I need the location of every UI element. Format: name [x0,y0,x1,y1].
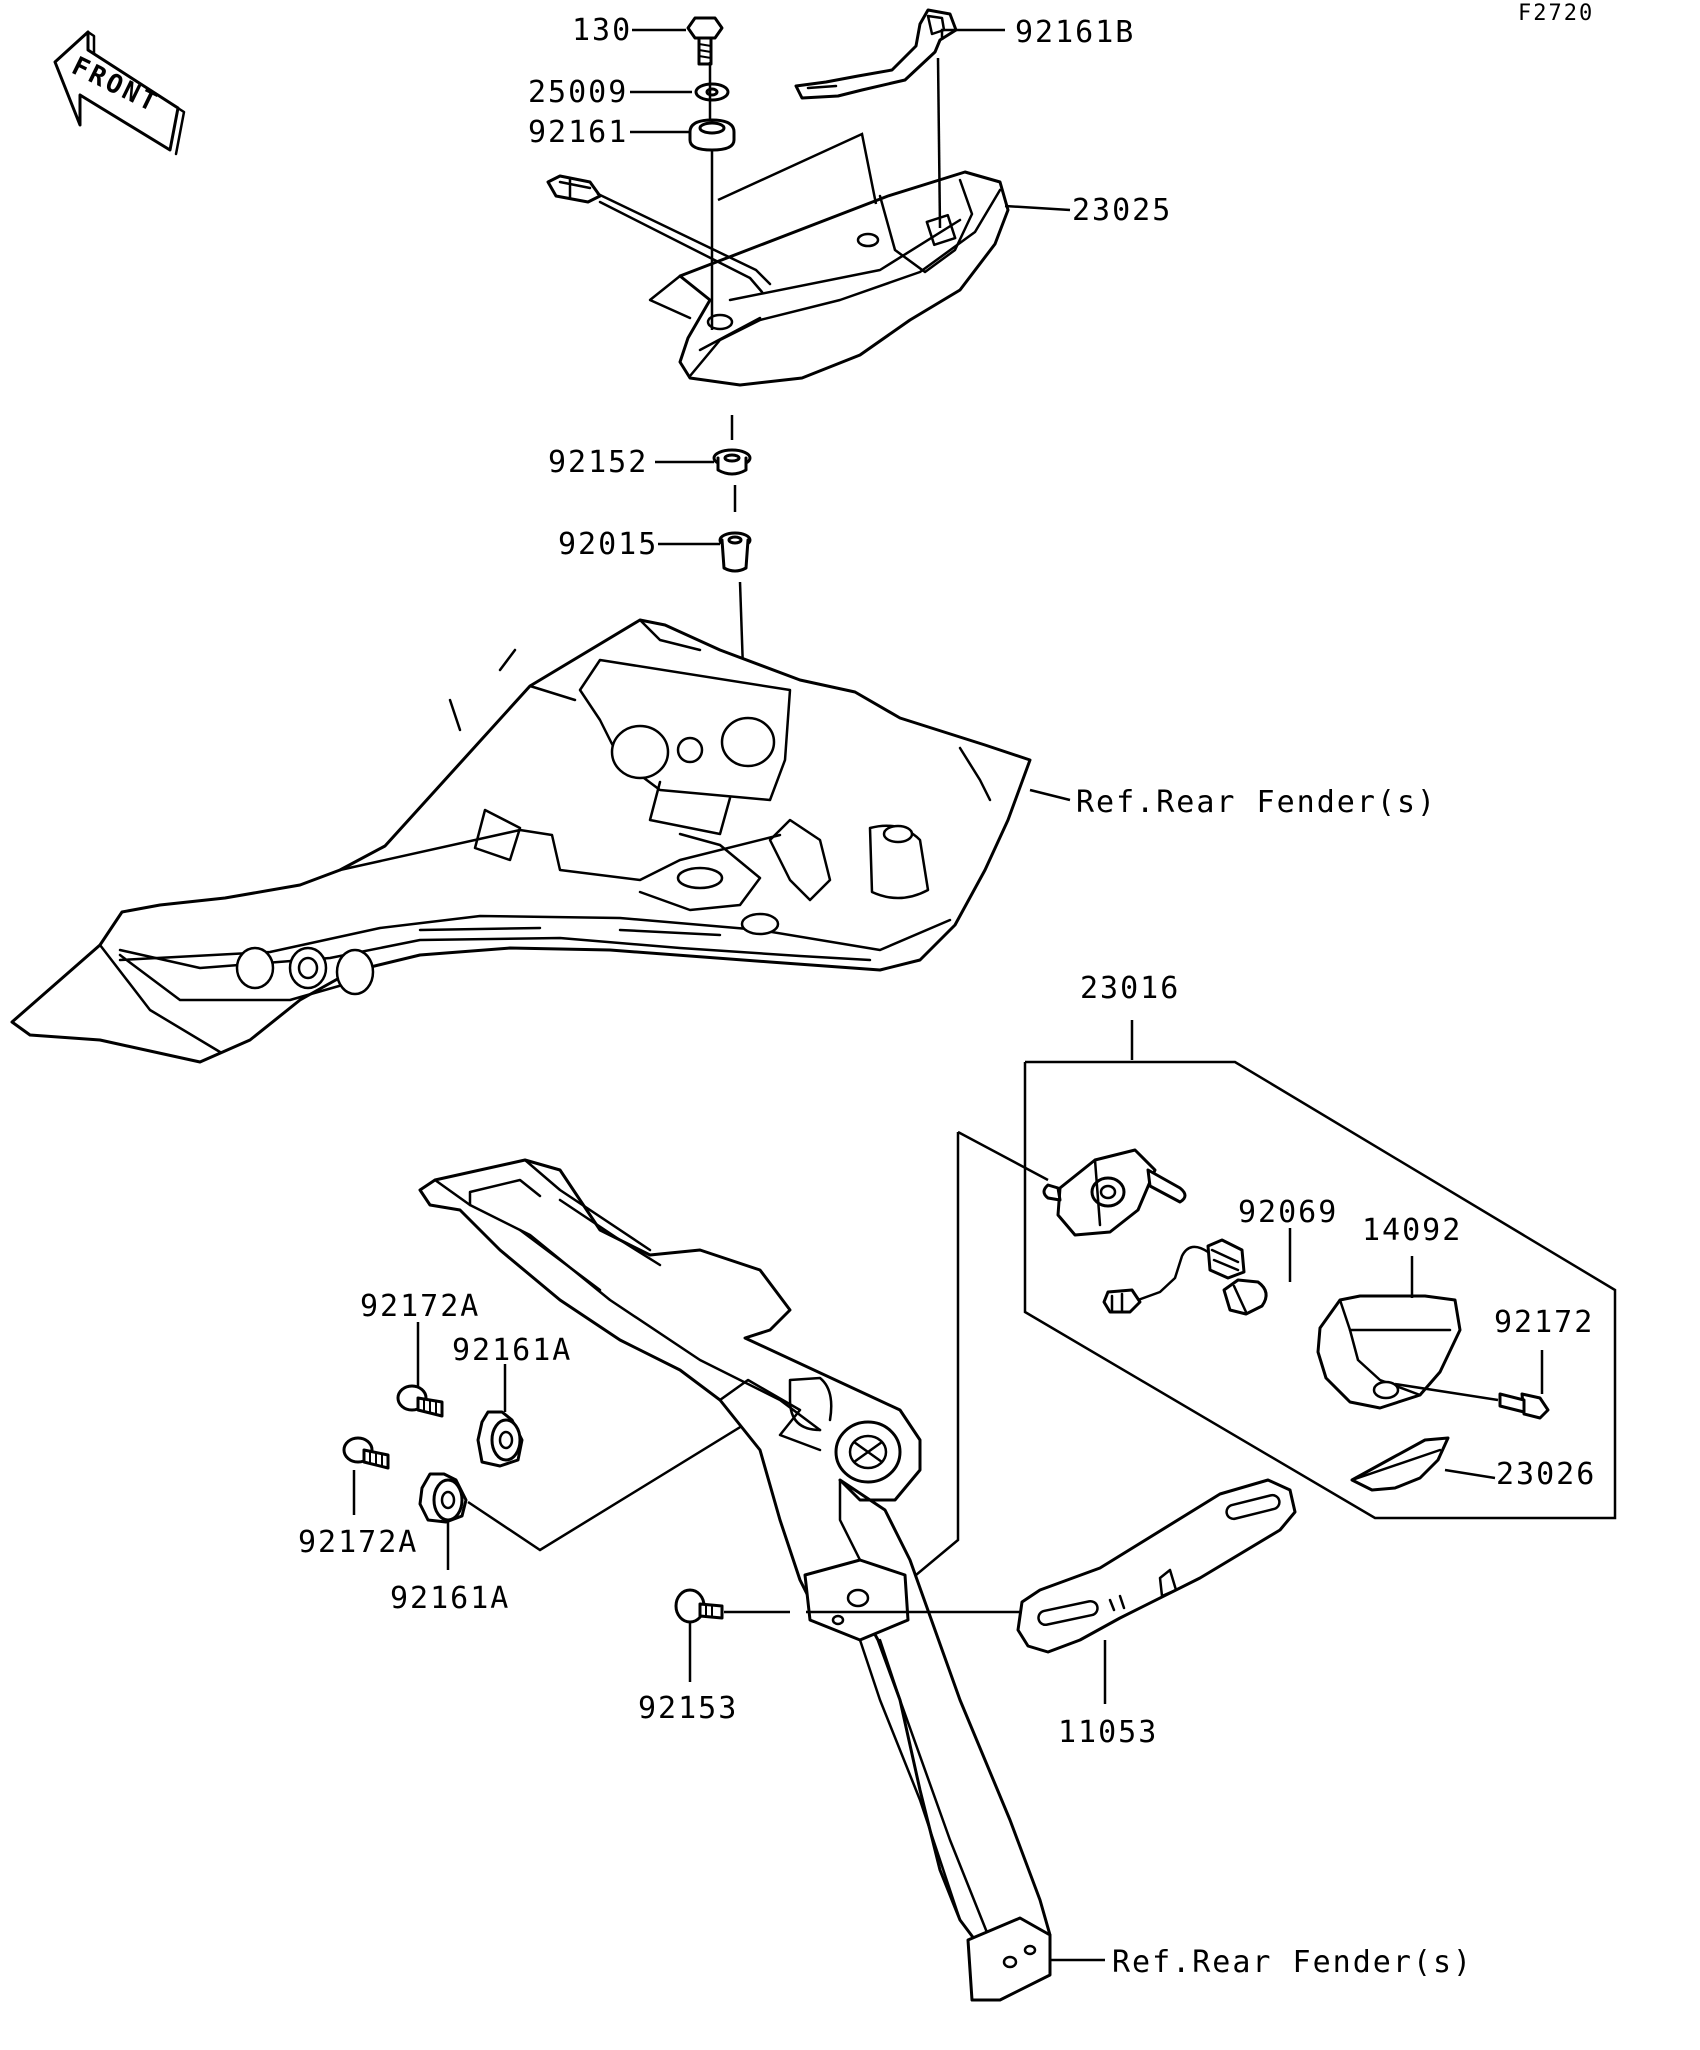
part-number-23026: 23026 [1496,1457,1596,1492]
collar-92152 [712,448,752,476]
rear-fender-upper [10,618,1032,1064]
bolt-92172A-upper [396,1384,444,1418]
part-number-92172A-lower: 92172A [298,1525,418,1560]
ref-rear-fender-upper: Ref.Rear Fender(s) [1076,785,1437,820]
group-connector [885,1130,1049,1601]
label-leader [1394,1350,1544,1402]
label-leader [1444,1468,1496,1480]
label-leader [1004,204,1071,212]
lens-14092 [1316,1294,1462,1410]
license-light-base [1042,1148,1187,1237]
bolt-92172A-lower [342,1436,390,1470]
part-number-92069: 92069 [1238,1195,1338,1230]
grommet-92161 [688,118,736,152]
part-number-92152: 92152 [548,445,648,480]
part-number-92161: 92161 [528,115,628,150]
tail-light-harness [546,174,772,294]
part-number-92172: 92172 [1494,1305,1594,1340]
part-number-92161B: 92161B [1015,15,1135,50]
bulb-92069 [1222,1278,1268,1316]
washer-25009 [694,82,730,102]
figure-code: F2720 [1518,1,1594,26]
license-plate-bracket [418,1158,1052,2002]
ref-fender-leader [1029,788,1071,802]
tail-light-23025 [648,170,1010,387]
part-number-92015: 92015 [558,527,658,562]
part-number-92153: 92153 [638,1691,738,1726]
assembly-line [717,132,878,205]
reflector-23026 [1350,1436,1450,1492]
grommet-92161A-lower [418,1472,468,1524]
part-number-130: 130 [572,13,632,48]
part-number-25009: 25009 [528,75,628,110]
bolt-130 [686,16,724,66]
grommet-92161A-upper [476,1410,524,1468]
plate-bracket-11053 [1016,1478,1297,1654]
part-number-92161A-lower: 92161A [390,1581,510,1616]
screw-92172 [1498,1392,1550,1420]
ref-rear-fender-lower: Ref.Rear Fender(s) [1112,1945,1473,1980]
bracket-92161B [794,8,958,100]
label-leader [940,28,1005,40]
bulb-socket [1102,1238,1246,1314]
screw-92153 [674,1588,724,1624]
front-direction-arrow: FRONT [53,30,186,156]
part-number-11053: 11053 [1058,1715,1158,1750]
part-number-23016: 23016 [1080,971,1180,1006]
group-23016-frame [1023,1020,1617,1520]
assembly-line [936,57,942,229]
nut-92015 [718,531,752,573]
part-number-23025: 23025 [1072,193,1172,228]
part-number-92172A-upper: 92172A [360,1289,480,1324]
part-number-92161A-upper: 92161A [452,1333,572,1368]
part-number-14092: 14092 [1362,1213,1462,1248]
